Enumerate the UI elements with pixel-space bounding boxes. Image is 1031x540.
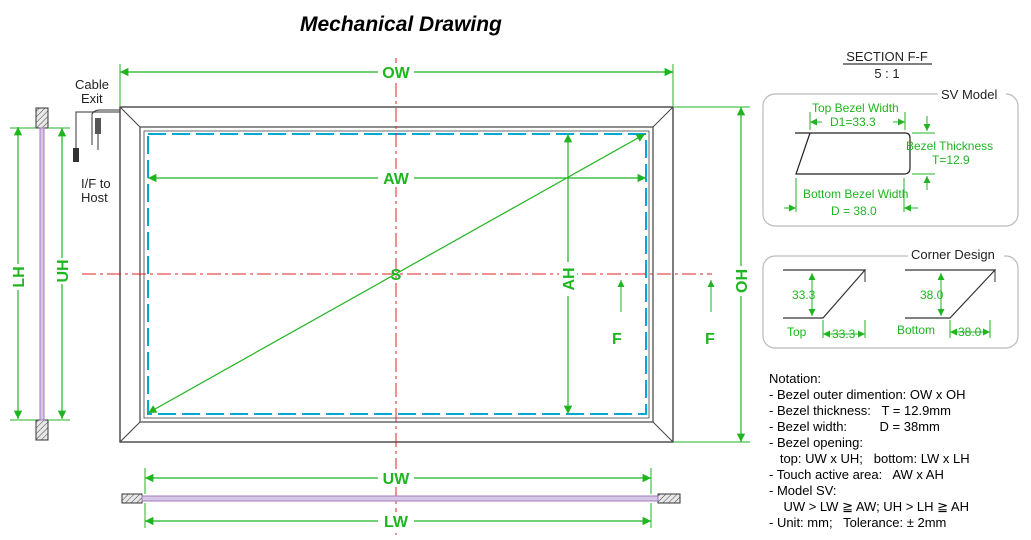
top-bezel-width-label: Top Bezel Width [812,101,899,115]
cable-connector-right [95,118,101,134]
notation-line: - Bezel opening: [769,435,863,450]
ah-label: AH [561,267,578,290]
bottom-bezel-left [121,493,143,504]
notation-line: - Bezel outer dimention: OW x OH [769,387,966,402]
notation-line: UW > LW ≧ AW; UH > LH ≧ AH [769,499,969,514]
uw-label: UW [383,471,411,488]
s-label: S [391,267,402,284]
cable-exit: Cable Exit I/F to Host [73,77,120,205]
d-label: D = 38.0 [831,204,877,218]
f-label-left: F [612,331,622,348]
bottom-bezel-right [657,493,681,504]
front-view: S OW AW AH OH F F [82,58,751,535]
corner-design-panel: Corner Design 33.3 Top 33.3 38.0 Bottom … [762,247,1019,349]
notation-line: top: UW x UH; bottom: LW x LH [769,451,970,466]
cable-connector-left [73,148,79,162]
section-ff: SECTION F-F 5 : 1 [843,49,932,81]
notation-line: - Unit: mm; Tolerance: ± 2mm [769,515,946,530]
notation-line: - Bezel thickness: T = 12.9mm [769,403,951,418]
top-corner-h: 33.3 [832,327,856,341]
bottom-corner-shape [905,269,997,319]
top-corner-shape [783,269,867,319]
sv-model-title: SV Model [941,87,997,102]
lh-label: LH [11,266,28,287]
notation-line: - Bezel width: D = 38mm [769,419,940,434]
if-to-host-label-1: I/F to [81,176,111,191]
top-corner-label: Top [787,325,807,339]
bezel-profile [795,132,911,175]
side-bezel-top [35,107,49,129]
bottom-view: UW LW [121,468,681,531]
side-glass [39,127,45,421]
section-title: SECTION F-F [846,49,928,64]
bottom-corner-h: 38.0 [958,325,982,339]
notation-line: - Touch active area: AW x AH [769,467,944,482]
notation-line: Notation: [769,371,821,386]
top-corner-v: 33.3 [792,288,816,302]
notation-line: - Model SV: [769,483,836,498]
f-label-right: F [705,331,715,348]
notation-block: Notation: - Bezel outer dimention: OW x … [769,371,970,530]
side-view: LH UH [10,107,72,441]
section-scale: 5 : 1 [874,66,899,81]
bottom-corner-label: Bottom [897,323,935,337]
uh-label: UH [55,259,72,282]
corner-design-title: Corner Design [911,247,995,262]
drawing-title: Mechanical Drawing [300,13,502,36]
side-bezel-bottom [35,419,49,441]
ow-label: OW [382,65,410,82]
cable-exit-label-2: Exit [81,91,103,106]
sv-model-panel: SV Model Top Bezel Width D1=33.3 Bezel T… [762,86,1019,227]
aw-label: AW [383,171,410,188]
bottom-corner-v: 38.0 [920,288,944,302]
d1-label: D1=33.3 [830,115,876,129]
lw-label: LW [384,514,409,531]
bezel-thickness-label: Bezel Thickness [906,139,993,153]
if-to-host-label-2: Host [81,190,108,205]
t-label: T=12.9 [932,153,970,167]
bottom-bezel-width-label: Bottom Bezel Width [803,187,908,201]
oh-label: OH [734,269,751,293]
cable-exit-label-1: Cable [75,77,109,92]
bottom-glass [141,495,659,502]
